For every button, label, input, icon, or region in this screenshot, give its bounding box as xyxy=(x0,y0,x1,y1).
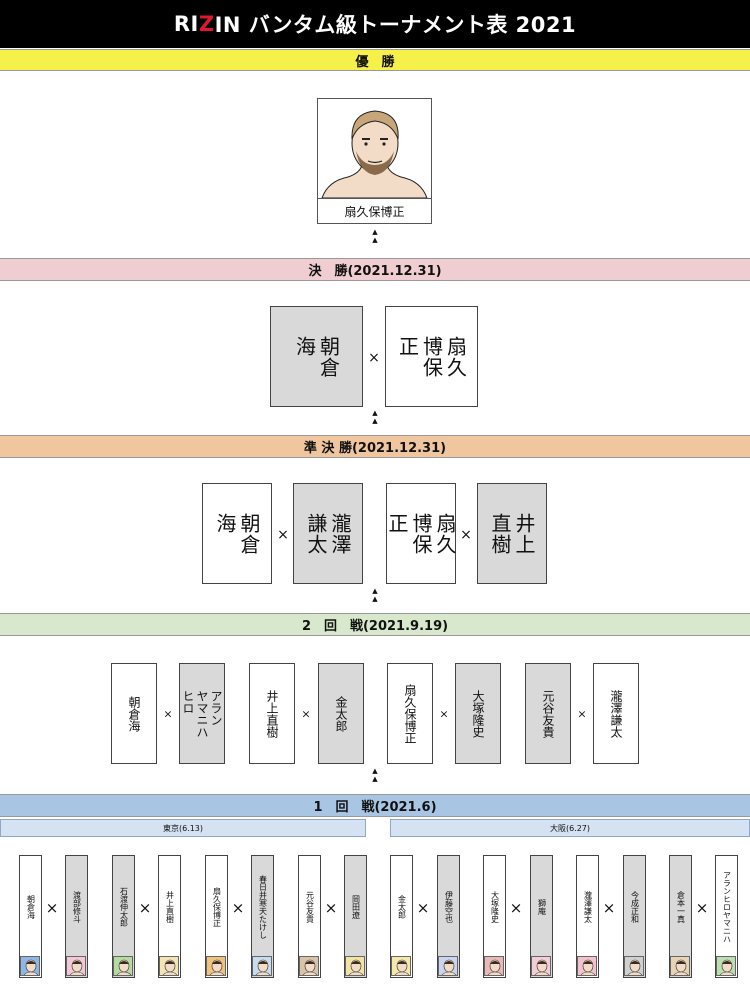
osaka-subband: 大阪(6.27) xyxy=(390,819,750,837)
round1-vs: × xyxy=(324,899,338,917)
round1-fighter-2[interactable]: 渡部修斗 xyxy=(65,855,88,978)
final-band: 決 勝(2021.12.31) xyxy=(0,258,750,281)
round1-fighter-7[interactable]: 元谷友貴 xyxy=(298,855,321,978)
round2-vs: × xyxy=(577,707,587,721)
round1-vs: × xyxy=(416,899,430,917)
fighter-avatar-icon xyxy=(66,956,86,976)
round2-fighter-1[interactable]: 朝倉海 xyxy=(111,663,157,764)
round2-fighter-6[interactable]: 大塚隆史 xyxy=(455,663,501,764)
round1-fighter-14[interactable]: 今成正和 xyxy=(623,855,646,978)
round1-fighter-4[interactable]: 井上直樹 xyxy=(158,855,181,978)
round1-fighter-6[interactable]: 春日井寒天たけし xyxy=(251,855,274,978)
fighter-avatar-icon xyxy=(438,956,458,976)
round2-vs: × xyxy=(301,707,311,721)
fighter-avatar-icon xyxy=(531,956,551,976)
champion-portrait-icon xyxy=(321,110,428,198)
title-prefix: RI xyxy=(173,12,199,36)
semifinal-band: 準 決 勝(2021.12.31) xyxy=(0,435,750,458)
round1-fighter-3[interactable]: 石渡伸太郎 xyxy=(112,855,135,978)
advance-arrow: ▲▲ xyxy=(372,587,378,603)
fighter-avatar-icon xyxy=(20,956,40,976)
round2-fighter-7[interactable]: 元谷友貴 xyxy=(525,663,571,764)
round1-fighter-9[interactable]: 金太郎 xyxy=(390,855,413,978)
round2-band: 2 回 戦(2021.9.19) xyxy=(0,613,750,636)
round1-fighter-10[interactable]: 伊藤空也 xyxy=(437,855,460,978)
fighter-avatar-icon xyxy=(252,956,272,976)
semi-fighter-3[interactable]: 扇久 博保 正 xyxy=(385,483,457,584)
final-fighter-2[interactable]: 扇久 博保 正 xyxy=(385,306,478,407)
round1-vs: × xyxy=(509,899,523,917)
final-fighter-1[interactable]: 朝倉 海 xyxy=(270,306,363,407)
fighter-avatar-icon xyxy=(345,956,365,976)
round1-vs: × xyxy=(231,899,245,917)
tokyo-subband: 東京(6.13) xyxy=(0,819,366,837)
title-suffix: IN バンタム級トーナメント表 2021 xyxy=(214,13,577,37)
round1-fighter-11[interactable]: 大塚隆史 xyxy=(483,855,506,978)
round1-band: 1 回 戦(2021.6) xyxy=(0,794,750,817)
round2-fighter-4[interactable]: 金太郎 xyxy=(318,663,364,764)
round1-fighter-12[interactable]: 獅庵 xyxy=(530,855,553,978)
semi-fighter-4[interactable]: 井上 直樹 xyxy=(477,483,547,584)
semi-fighter-2[interactable]: 瀧澤 謙太 xyxy=(293,483,363,584)
round2-fighter-2[interactable]: アラン ヤマニハ ヒロ xyxy=(179,663,225,764)
round1-fighter-16[interactable]: アランヒロヤマニハ xyxy=(715,855,738,978)
fighter-avatar-icon xyxy=(206,956,226,976)
fighter-avatar-icon xyxy=(716,956,736,976)
semi-vs-2: × xyxy=(460,527,472,543)
fighter-avatar-icon xyxy=(624,956,644,976)
round2-fighter-8[interactable]: 瀧澤謙太 xyxy=(593,663,639,764)
fighter-avatar-icon xyxy=(391,956,411,976)
round2-fighter-3[interactable]: 井上直樹 xyxy=(249,663,295,764)
semi-vs-1: × xyxy=(277,527,289,543)
round2-fighter-5[interactable]: 扇久保博正 xyxy=(387,663,433,764)
round1-vs: × xyxy=(602,899,616,917)
advance-arrow: ▲▲ xyxy=(372,767,378,783)
round1-vs: × xyxy=(138,899,152,917)
round1-vs: × xyxy=(695,899,709,917)
round1-fighter-15[interactable]: 倉本一真 xyxy=(669,855,692,978)
title-accent-letter: Z xyxy=(198,12,215,36)
champion-name: 扇久保博正 xyxy=(318,198,431,223)
round2-vs: × xyxy=(439,707,449,721)
round2-vs: × xyxy=(163,707,173,721)
fighter-avatar-icon xyxy=(577,956,597,976)
round1-fighter-5[interactable]: 扇久保博正 xyxy=(205,855,228,978)
final-vs: × xyxy=(368,350,380,366)
champion-band: 優 勝 xyxy=(0,49,750,71)
advance-arrow: ▲▲ xyxy=(372,409,378,425)
round1-fighter-13[interactable]: 瀧澤謙太 xyxy=(576,855,599,978)
round1-fighter-8[interactable]: 岡田遼 xyxy=(344,855,367,978)
semi-fighter-1[interactable]: 朝倉 海 xyxy=(202,483,272,584)
fighter-avatar-icon xyxy=(670,956,690,976)
round1-vs: × xyxy=(45,899,59,917)
fighter-avatar-icon xyxy=(299,956,319,976)
fighter-avatar-icon xyxy=(159,956,179,976)
fighter-avatar-icon xyxy=(113,956,133,976)
round1-fighter-1[interactable]: 朝倉海 xyxy=(19,855,42,978)
advance-arrow: ▲▲ xyxy=(372,228,378,244)
fighter-avatar-icon xyxy=(484,956,504,976)
champion-card[interactable]: 扇久保博正 xyxy=(317,98,432,224)
